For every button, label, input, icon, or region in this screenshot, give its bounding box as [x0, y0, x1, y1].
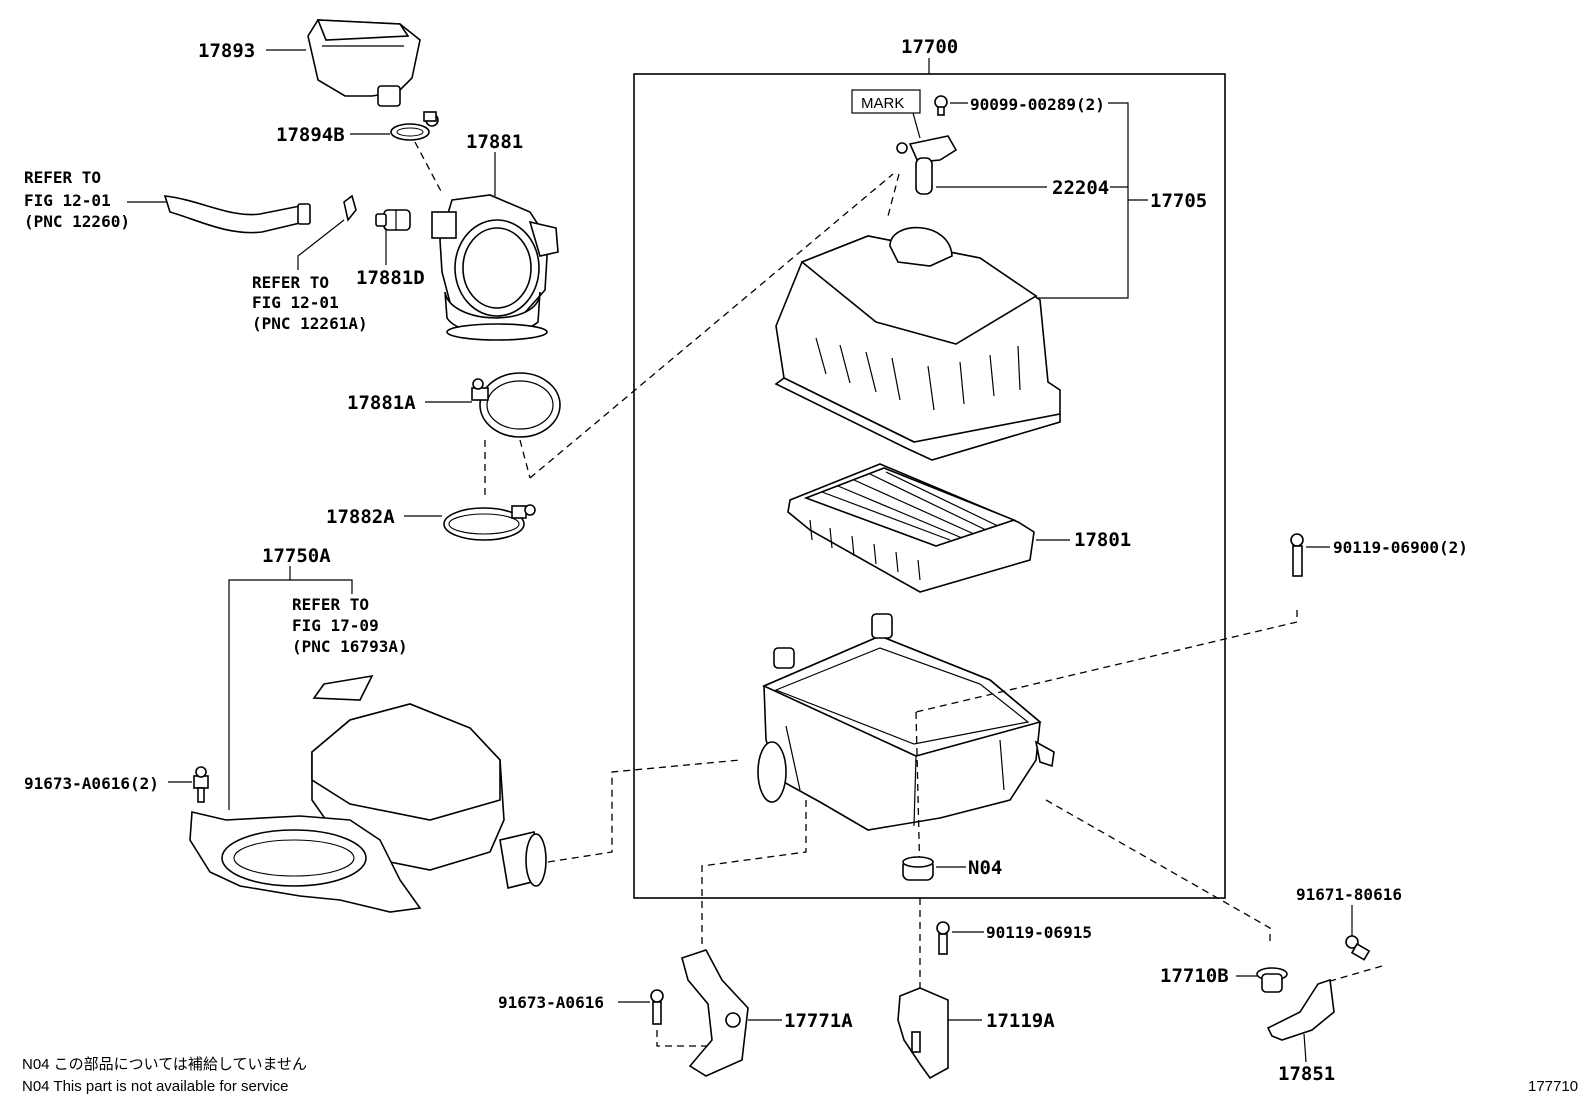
label-22204[interactable]: 22204 [1052, 177, 1109, 199]
part-91673-a0616-bolt[interactable] [650, 989, 664, 1025]
ref1-line2: FIG 12-01 [24, 191, 111, 210]
part-17119a-bracket[interactable] [897, 987, 949, 1080]
part-22204-mass-airflow-sensor[interactable] [896, 135, 958, 195]
part-17801-air-filter-element[interactable] [787, 463, 1035, 593]
label-17801[interactable]: 17801 [1074, 529, 1131, 551]
part-17882a-band-clamp[interactable] [443, 504, 536, 541]
part-17851-bracket[interactable] [1266, 978, 1335, 1041]
label-17893[interactable]: 17893 [198, 40, 255, 62]
part-hose-pnc-12260[interactable] [163, 195, 311, 234]
label-17881a[interactable]: 17881A [347, 392, 416, 414]
label-90119-06900[interactable]: 90119-06900(2) [1333, 538, 1468, 557]
ref2-line3: (PNC 12261A) [252, 314, 368, 333]
part-17881-throttle-housing[interactable] [431, 194, 559, 341]
ref3-line3: (PNC 16793A) [292, 637, 408, 656]
ref2-line2: FIG 12-01 [252, 293, 339, 312]
label-17851[interactable]: 17851 [1278, 1063, 1335, 1085]
ref1-line1: REFER TO [24, 168, 101, 187]
part-91673-a0616-bolt-pair[interactable] [193, 766, 209, 803]
label-17881d[interactable]: 17881D [356, 267, 425, 289]
part-91671-80616-bolt[interactable] [1345, 935, 1371, 961]
label-90099-00289[interactable]: 90099-00289(2) [970, 95, 1105, 114]
label-17882a[interactable]: 17882A [326, 506, 395, 528]
ref3-line2: FIG 17-09 [292, 616, 379, 635]
label-17881[interactable]: 17881 [466, 131, 523, 153]
label-17750a[interactable]: 17750A [262, 545, 331, 567]
ref2-line1: REFER TO [252, 273, 329, 292]
label-17894b[interactable]: 17894B [276, 124, 345, 146]
part-17750a-intake-duct[interactable] [189, 703, 547, 913]
note-english: N04 This part is not available for servi… [22, 1078, 289, 1095]
label-17700[interactable]: 17700 [901, 36, 958, 58]
part-n04-grommet[interactable] [902, 856, 934, 881]
mark-label: MARK [861, 95, 904, 112]
ref3-line1: REFER TO [292, 595, 369, 614]
part-17881a-band-clamp[interactable] [471, 372, 561, 438]
note-japanese: N04 この部品については補給していません [22, 1056, 307, 1073]
part-90119-06915-bolt[interactable] [936, 921, 950, 955]
part-17705-air-cleaner-cap[interactable] [774, 226, 1061, 461]
part-17893-resonator[interactable] [307, 19, 421, 107]
part-17710b-grommet[interactable] [1256, 967, 1288, 993]
part-17700-air-cleaner-case[interactable] [757, 613, 1055, 831]
label-17710b[interactable]: 17710B [1160, 965, 1229, 987]
label-17119a[interactable]: 17119A [986, 1010, 1055, 1032]
figure-id: 177710 [1528, 1078, 1578, 1095]
label-n04[interactable]: N04 [968, 857, 1002, 879]
label-17771a[interactable]: 17771A [784, 1010, 853, 1032]
mark-box [851, 89, 921, 114]
ref1-line3: (PNC 12260) [24, 212, 130, 231]
part-90099-00289-screw[interactable] [934, 95, 948, 116]
label-91673-a0616-2[interactable]: 91673-A0616(2) [24, 774, 159, 793]
part-17881d-fitting[interactable] [375, 209, 411, 231]
label-91673-a0616[interactable]: 91673-A0616 [498, 993, 604, 1012]
label-91671-80616[interactable]: 91671-80616 [1296, 885, 1402, 904]
part-pnc-12261a-clip[interactable] [343, 194, 357, 222]
part-90119-06900-bolt-pair[interactable] [1290, 533, 1304, 577]
label-90119-06915[interactable]: 90119-06915 [986, 923, 1092, 942]
part-17771a-bracket[interactable] [681, 949, 749, 1077]
part-17894b-clamp[interactable] [390, 111, 439, 141]
label-17705[interactable]: 17705 [1150, 190, 1207, 212]
part-pnc-16793a-pad[interactable] [312, 674, 374, 701]
